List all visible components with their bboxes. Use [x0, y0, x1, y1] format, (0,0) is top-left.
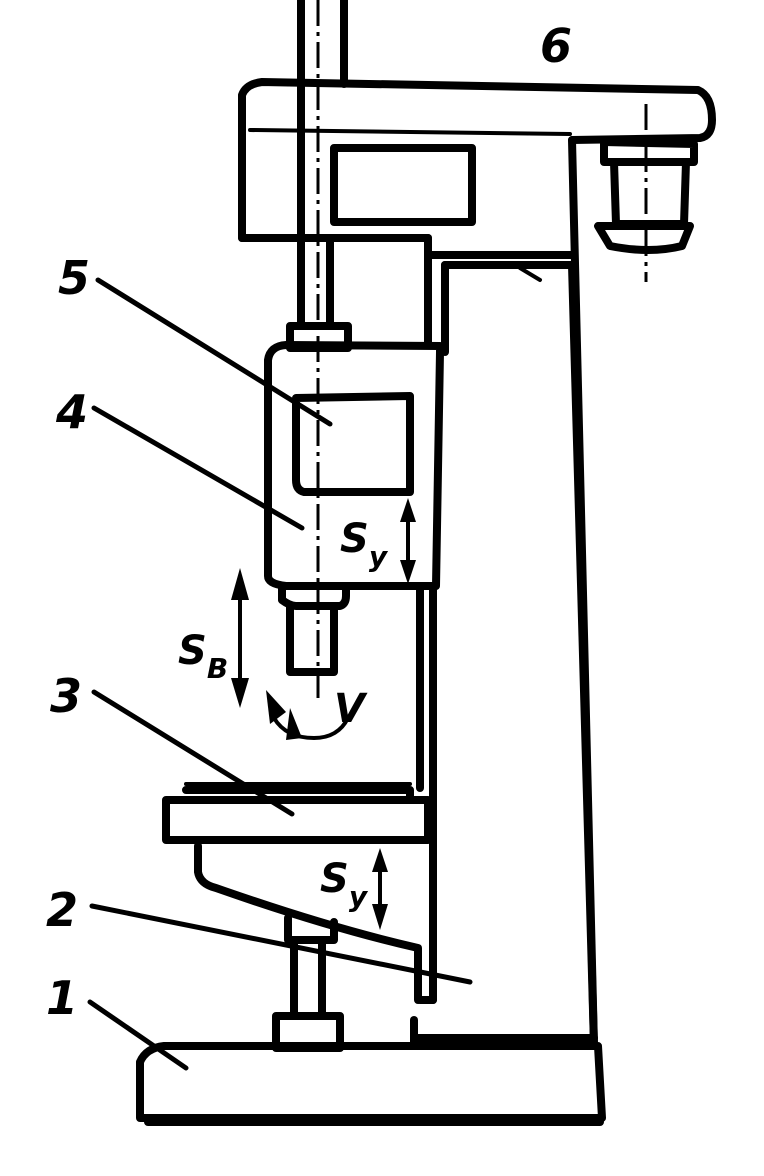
label-table: 3 — [50, 669, 82, 723]
table — [162, 782, 432, 1004]
spindle-feed-arrow — [231, 568, 249, 708]
feed-box-window — [292, 392, 414, 496]
symbol-table-feed-main: S — [320, 856, 349, 902]
symbol-spindle-feed-main: S — [178, 628, 207, 674]
label-base: 1 — [46, 971, 78, 1025]
leader-2 — [89, 903, 473, 985]
spindle — [278, 582, 350, 676]
leader-1 — [87, 999, 189, 1071]
rotation-arrow — [266, 690, 350, 741]
motor — [594, 104, 698, 282]
symbol-table-feed: Sy — [320, 856, 369, 913]
spindle-head-feed-arrow — [400, 498, 416, 584]
label-feed-box: 5 — [58, 251, 90, 305]
symbol-spindle-head-feed-sub: y — [369, 540, 389, 573]
leader-5 — [95, 277, 333, 427]
symbol-spindle-feed-sub: B — [207, 652, 228, 685]
symbol-spindle-head-feed: Sy — [340, 516, 389, 573]
gearbox-window — [330, 144, 476, 226]
leader-3 — [91, 689, 295, 817]
table-feed-arrow — [372, 848, 388, 930]
lifting-screw — [272, 914, 344, 1052]
top-head — [238, 78, 716, 259]
symbol-table-feed-sub: y — [349, 880, 369, 913]
base — [136, 1042, 606, 1126]
leader-lines — [87, 277, 473, 1071]
symbol-spindle-feed: SB — [178, 628, 228, 685]
label-spindle: 4 — [55, 385, 88, 439]
spindle-head — [264, 322, 444, 590]
leader-4 — [91, 405, 305, 531]
label-column: 2 — [46, 883, 78, 937]
label-gearbox: 6 — [540, 19, 572, 73]
column — [410, 136, 598, 1050]
symbol-spindle-head-feed-main: S — [340, 516, 369, 562]
symbol-rotation: V — [334, 686, 368, 732]
